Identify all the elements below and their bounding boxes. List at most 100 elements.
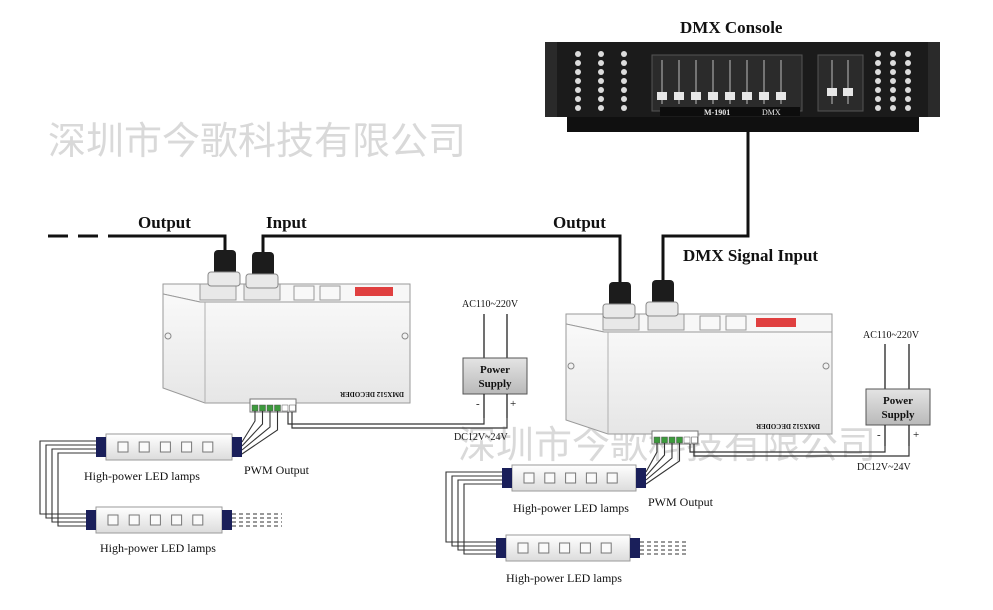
terminal-pin (676, 436, 683, 444)
terminal-pin (251, 404, 259, 412)
console-fader-knob (759, 92, 769, 100)
dmx-console: DMX Console M-1901 DMX (545, 18, 940, 132)
console-button (598, 96, 604, 102)
console-brand: M-1901 (704, 108, 730, 117)
ps-left-line2: Supply (478, 378, 512, 390)
console-button (890, 96, 896, 102)
lamp-endcap (96, 437, 106, 457)
console-button (575, 78, 581, 84)
led-chip (523, 472, 535, 484)
ps-left-plus: + (510, 398, 516, 410)
xlr-plug-output-right (602, 282, 636, 319)
led-chip (138, 441, 150, 453)
console-button (621, 51, 627, 57)
console-fader-knob (657, 92, 667, 100)
console-button (890, 105, 896, 111)
console-button (621, 105, 627, 111)
console-button (905, 105, 911, 111)
console-button (875, 105, 881, 111)
dip-switch-left (355, 287, 393, 296)
pwm-wire (457, 479, 502, 551)
console-button (575, 105, 581, 111)
console-button (890, 69, 896, 75)
led-chip (192, 514, 204, 526)
ps-right-plus: + (913, 429, 919, 441)
decoder-right-label: DMX512 DECODER (755, 422, 820, 430)
pwm-wire (241, 411, 256, 443)
terminal-pin (653, 436, 661, 444)
console-button (598, 69, 604, 75)
pwm-wire (241, 411, 264, 447)
lamp-endcap (222, 510, 232, 530)
pwm-wire (645, 443, 658, 473)
lamp-endcap (630, 538, 640, 558)
label-output-right: Output (553, 213, 606, 232)
lamp-label-right-1: High-power LED lamps (513, 501, 629, 515)
pwm-wires (39, 411, 688, 555)
pwm-wire (51, 448, 96, 523)
decoder-right: DMX512 DECODER (565, 280, 833, 445)
console-button (598, 78, 604, 84)
led-chip (517, 542, 529, 554)
lamp-left-1 (96, 433, 242, 461)
terminal-pin (668, 436, 676, 444)
ps-right-line2: Supply (881, 409, 915, 421)
power-supply-right: AC110~220V Power Supply - + DC12V~24V (857, 330, 931, 473)
lamp-left-2 (86, 506, 232, 534)
terminal-pin (266, 404, 274, 412)
pwm-wire (445, 471, 502, 543)
lamp-endcap (636, 468, 646, 488)
cable-left-output (108, 234, 227, 276)
terminal-pin (683, 436, 691, 444)
console-button (905, 78, 911, 84)
led-chip (565, 472, 577, 484)
led-chip (202, 441, 214, 453)
led-chip (117, 441, 129, 453)
decoder-left: DMX512 DECODER (162, 250, 411, 413)
console-button (890, 60, 896, 66)
lamp-right-2 (496, 534, 640, 562)
led-chip (559, 542, 571, 554)
pwm-wire (451, 475, 502, 547)
console-button (890, 51, 896, 57)
console-button (598, 60, 604, 66)
led-chip (159, 441, 171, 453)
dip-switch-right (756, 318, 796, 327)
pwm-wire (645, 443, 681, 485)
pwm-wire (645, 443, 666, 477)
led-chip (585, 472, 597, 484)
terminal-pin (289, 404, 296, 412)
console-button (621, 96, 627, 102)
pwm-wire (57, 452, 96, 527)
cable-console-to-decoder (661, 132, 750, 280)
console-master-knob (827, 88, 837, 96)
console-button (598, 105, 604, 111)
power-supply-left: AC110~220V Power Supply - + DC12V~24V (454, 299, 528, 443)
ps-left-minus: - (476, 398, 480, 410)
power-wires (287, 412, 910, 457)
led-chip (600, 542, 612, 554)
label-output-left: Output (138, 213, 191, 232)
console-button (575, 51, 581, 57)
console-button (875, 96, 881, 102)
ps-right-dc: DC12V~24V (857, 462, 912, 473)
console-model-tag: DMX (762, 108, 781, 117)
lamp-endcap (496, 538, 506, 558)
led-chip (606, 472, 618, 484)
lamp-endcap (232, 437, 242, 457)
ps-left-line1: Power (480, 364, 510, 376)
ps-right-minus: - (877, 429, 881, 441)
terminal-pin (259, 404, 266, 412)
label-dmx-signal-input: DMX Signal Input (683, 246, 818, 265)
console-button (598, 51, 604, 57)
lamp-endcap (502, 468, 512, 488)
ps-left-dc: DC12V~24V (454, 432, 509, 443)
console-fader-knob (674, 92, 684, 100)
lamp-endcap (86, 510, 96, 530)
pwm-wire (241, 411, 279, 455)
ps-right-ac: AC110~220V (863, 330, 920, 341)
console-title: DMX Console (680, 18, 783, 37)
console-fader-knob (776, 92, 786, 100)
lamp-label-right-2: High-power LED lamps (506, 571, 622, 585)
